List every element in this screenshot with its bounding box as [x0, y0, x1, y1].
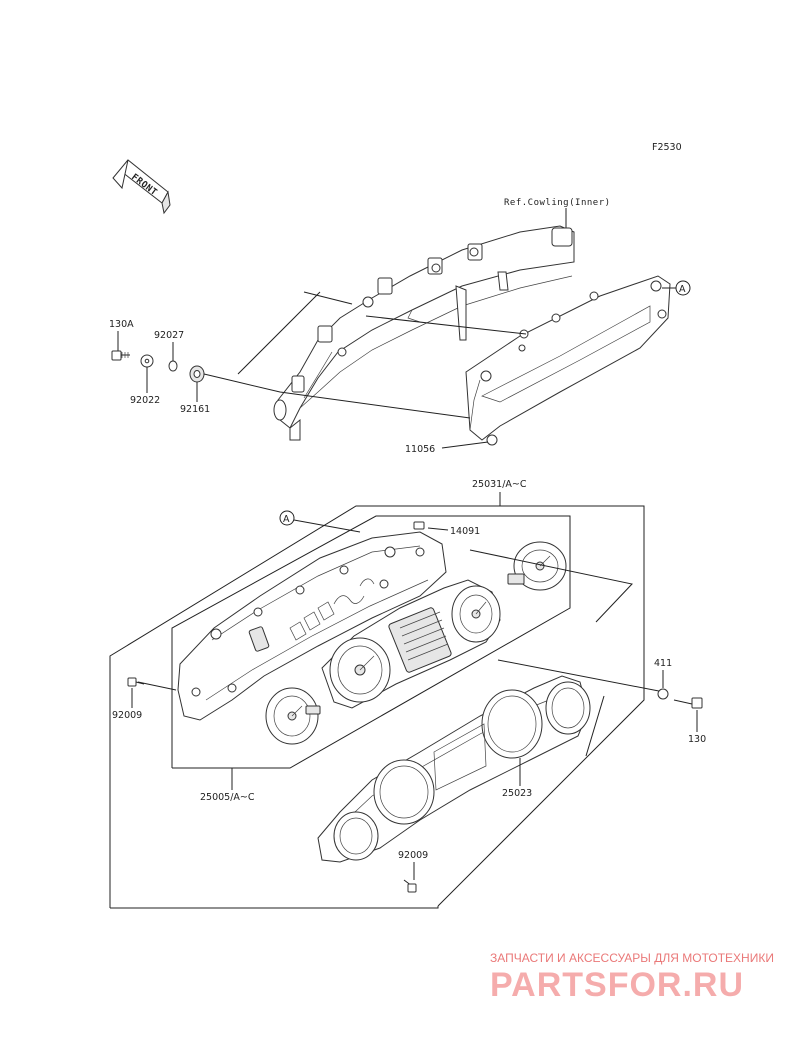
- part-92161: 92161: [180, 404, 210, 415]
- small-gauge-left: [265, 687, 321, 745]
- bolt-130: [673, 697, 703, 709]
- part-92009-left: 92009: [112, 710, 142, 721]
- screw-92009-bottom: [403, 879, 417, 893]
- part-130: 130: [688, 734, 706, 745]
- meter-cover-25023: [317, 675, 591, 863]
- figure-code: F2530: [652, 142, 682, 153]
- front-direction-arrow-icon: FRONT: [112, 159, 171, 215]
- instrument-face-panel: [321, 579, 501, 709]
- assembly-outline-25005: [171, 515, 571, 769]
- watermark-logo: PARTSFOR.RU: [490, 966, 744, 1004]
- part-25005: 25005/A~C: [200, 792, 255, 803]
- meter-housing-back: [177, 531, 447, 721]
- grommet-hardware-group: [111, 350, 205, 383]
- meter-bracket-frame: [273, 225, 575, 441]
- part-130a: 130A: [109, 319, 134, 330]
- callout-a-top-label: A: [679, 284, 686, 295]
- watermark-tagline: ЗАПЧАСТИ И АКСЕССУАРЫ ДЛЯ МОТОТЕХНИКИ: [490, 951, 774, 965]
- ref-cowling-note: Ref.Cowling(Inner): [504, 198, 611, 208]
- assembly-outline-25031: [109, 505, 645, 908]
- washer-411: [657, 688, 669, 700]
- part-92027: 92027: [154, 330, 184, 341]
- part-25031: 25031/A~C: [472, 479, 527, 490]
- part-14091: 14091: [450, 526, 480, 537]
- part-25023: 25023: [502, 788, 532, 799]
- part-11056: 11056: [405, 444, 435, 455]
- small-gauge-right: [507, 541, 567, 591]
- assembly-outline-bottom: [110, 906, 439, 909]
- part-92022: 92022: [130, 395, 160, 406]
- callout-a-bottom: [279, 510, 295, 526]
- part-92009-bottom: 92009: [398, 850, 428, 861]
- screw-92009-left: [127, 677, 145, 687]
- inner-cover-panel: [465, 275, 671, 446]
- callout-a-bottom-label: A: [283, 514, 290, 525]
- part-411: 411: [654, 658, 672, 669]
